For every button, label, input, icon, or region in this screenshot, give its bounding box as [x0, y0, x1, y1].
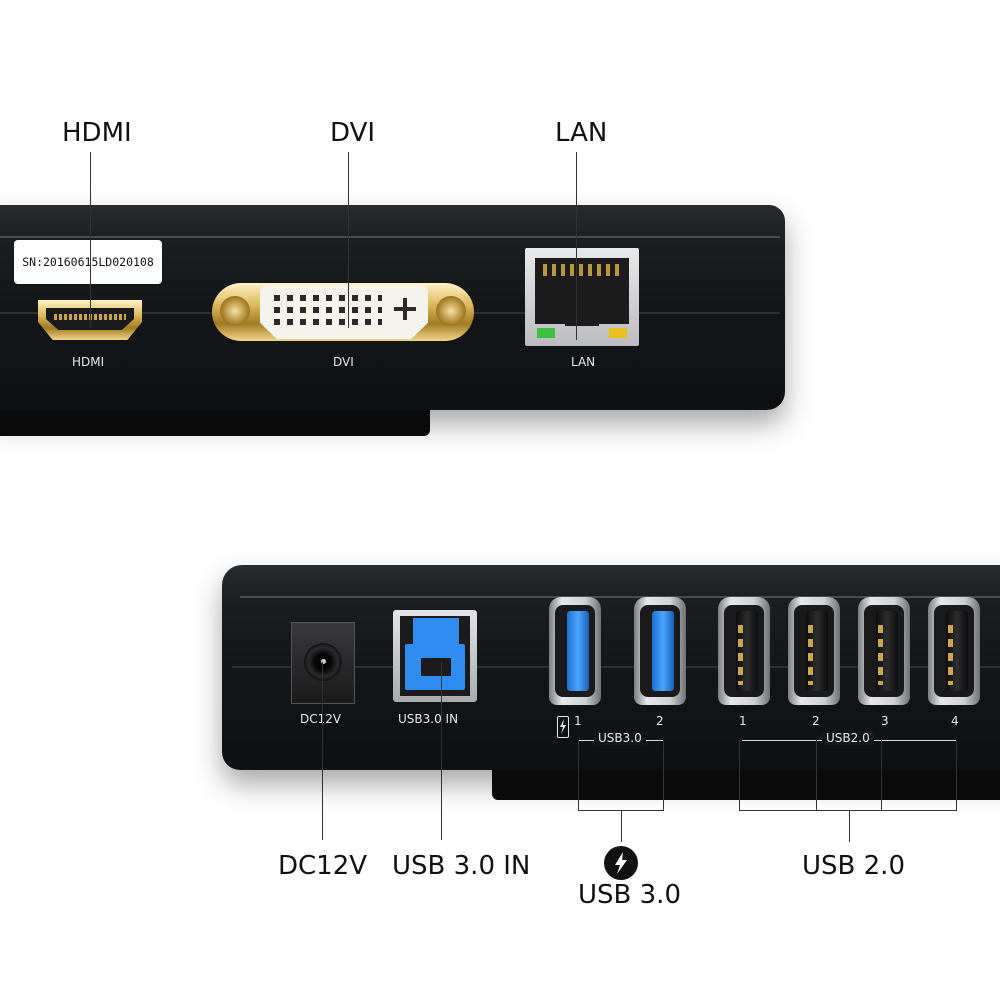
usb2-port-3[interactable] [858, 597, 910, 705]
leader-line-usb2-2 [816, 740, 817, 810]
usb2-port-number-3: 3 [881, 714, 889, 728]
device-foot [492, 770, 1000, 800]
hdmi-silk-label: HDMI [72, 355, 105, 369]
device-foot [0, 410, 430, 436]
leader-line-usb2-3 [881, 740, 882, 810]
leader-line-usb3-b [663, 740, 664, 810]
lan-led-yellow [609, 328, 627, 338]
usb3-port-1[interactable] [549, 597, 601, 705]
leader-line-usb2-stem [849, 810, 850, 842]
lan-port[interactable] [525, 248, 639, 346]
usb2-port-2[interactable] [788, 597, 840, 705]
usb2-port-1[interactable] [718, 597, 770, 705]
panel-edge-highlight [240, 596, 1000, 598]
usb2-port-number-4: 4 [951, 714, 959, 728]
leader-line-usb3-in [441, 662, 442, 840]
usb3-port-2[interactable] [634, 597, 686, 705]
dvi-socket [260, 285, 428, 339]
lightning-icon [604, 846, 638, 880]
usb3-port-number-1: 1 [574, 714, 582, 728]
lan-led-green [537, 328, 555, 338]
usb3-in-port[interactable] [393, 610, 477, 702]
dvi-screw-left [220, 296, 250, 326]
leader-line-usb2-1 [739, 740, 740, 810]
callout-usb3: USB 3.0 [578, 880, 681, 910]
serial-number-label: SN:20160615LD020108 [14, 240, 162, 284]
leader-line-dc [322, 662, 323, 840]
panel-seam [232, 666, 1000, 668]
dvi-screw-right [436, 296, 466, 326]
usb2-port-number-2: 2 [812, 714, 820, 728]
callout-lan: LAN [555, 118, 608, 148]
leader-line-dvi [348, 152, 349, 328]
dvi-silk-label: DVI [333, 355, 354, 369]
callout-dc: DC12V [278, 851, 368, 881]
callout-usb3-in: USB 3.0 IN [392, 851, 531, 881]
leader-line-lan [576, 152, 577, 340]
leader-line-usb2-bar [739, 810, 957, 811]
callout-dvi: DVI [330, 118, 376, 148]
usb2-port-4[interactable] [928, 597, 980, 705]
callout-hdmi: HDMI [62, 118, 132, 148]
battery-charge-icon [557, 716, 569, 738]
dvi-port-frame[interactable] [212, 283, 474, 341]
leader-line-hdmi [90, 152, 91, 328]
usb3-in-silk-label: USB3.0 IN [398, 712, 459, 726]
usb3-group-label: USB3.0 [594, 731, 646, 745]
dc-silk-label: DC12V [300, 712, 342, 726]
lan-silk-label: LAN [571, 355, 596, 369]
leader-line-usb2-4 [956, 740, 957, 810]
usb3-port-number-2: 2 [656, 714, 664, 728]
leader-line-usb3-a [578, 740, 579, 810]
dc-power-jack[interactable] [291, 622, 355, 704]
leader-line-usb3-stem [621, 810, 622, 842]
usb2-port-number-1: 1 [739, 714, 747, 728]
callout-usb2: USB 2.0 [802, 851, 905, 881]
usb2-group-label: USB2.0 [822, 731, 874, 745]
panel-edge-highlight [0, 236, 780, 238]
